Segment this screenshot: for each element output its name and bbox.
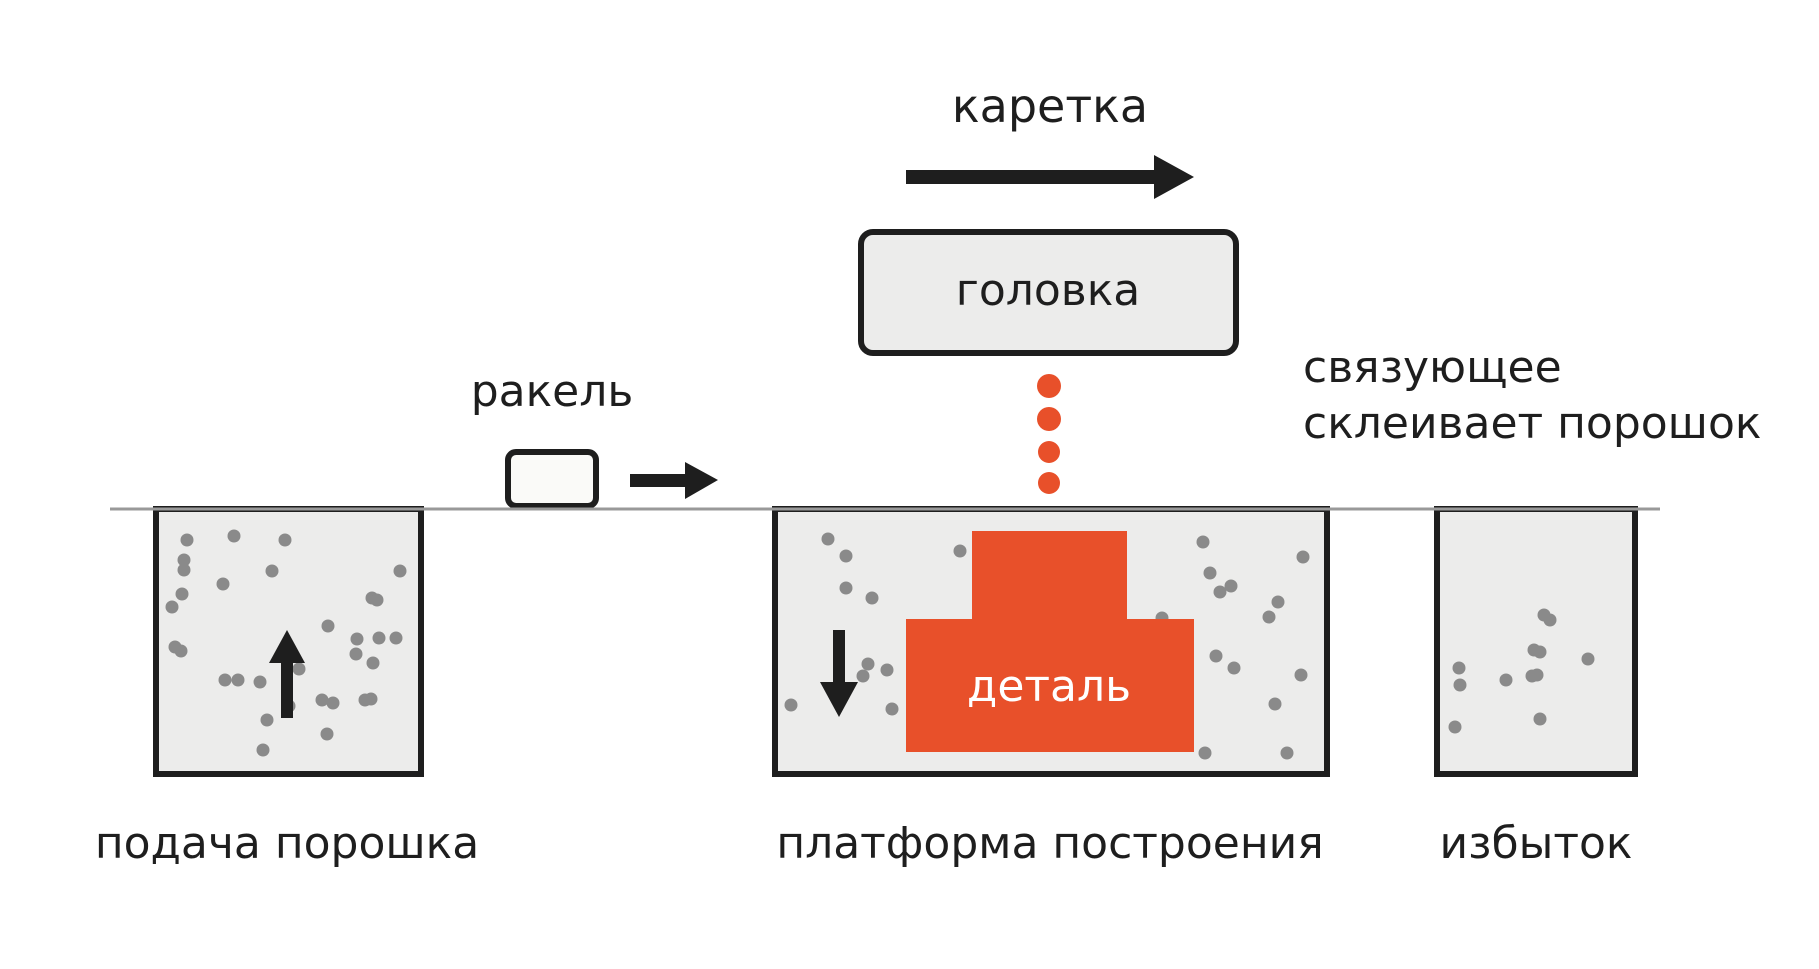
powder-particle — [1227, 661, 1241, 675]
powder-particle — [1209, 649, 1223, 663]
binder-droplet — [1038, 441, 1060, 463]
carriage-arrow-icon — [906, 155, 1194, 199]
powder-particle — [216, 577, 230, 591]
powder-particle — [953, 544, 967, 558]
powder-particle — [260, 713, 274, 727]
powder-particle — [366, 656, 380, 670]
binder-caption-line2: склеивает порошок — [1303, 398, 1761, 449]
overflow-label: избыток — [1440, 818, 1633, 869]
powder-particle — [253, 675, 267, 689]
powder-particle — [349, 647, 363, 661]
print-head-label: головка — [956, 265, 1141, 316]
powder-particle — [1203, 566, 1217, 580]
powder-particle — [861, 657, 875, 671]
powder-particle — [1581, 652, 1595, 666]
overflow-particles — [1448, 608, 1595, 734]
powder-particle — [839, 549, 853, 563]
powder-particle — [370, 593, 384, 607]
build-platform-label: платформа построения — [776, 818, 1323, 869]
powder-particle — [1213, 585, 1227, 599]
overflow-bin — [1434, 506, 1638, 777]
recoater-arrow-icon — [630, 462, 718, 499]
printed-part — [906, 531, 1194, 752]
powder-particle — [321, 619, 335, 633]
binder-droplet — [1037, 374, 1061, 398]
powder-particle — [165, 600, 179, 614]
powder-particle — [1499, 673, 1513, 687]
powder-particle — [821, 532, 835, 546]
powder-particle — [389, 631, 403, 645]
arrow-down-icon — [820, 630, 858, 717]
powder-particle — [372, 631, 386, 645]
powder-particle — [227, 529, 241, 543]
powder-particle — [256, 743, 270, 757]
recoater-label: ракель — [471, 366, 634, 417]
powder-particle — [326, 696, 340, 710]
powder-particle — [1448, 720, 1462, 734]
powder-particle — [1453, 678, 1467, 692]
powder-particle — [1296, 550, 1310, 564]
powder-particle — [1294, 668, 1308, 682]
powder-particle — [1268, 697, 1282, 711]
powder-particle — [278, 533, 292, 547]
binder-droplets — [1037, 374, 1061, 494]
powder-particle — [177, 553, 191, 567]
binder-caption-line1: связующее — [1303, 342, 1562, 393]
powder-particle — [174, 644, 188, 658]
powder-particle — [885, 702, 899, 716]
powder-particle — [1271, 595, 1285, 609]
recoater-blade — [505, 449, 599, 509]
powder-particle — [231, 673, 245, 687]
binder-droplet — [1037, 407, 1061, 431]
powder-particle — [856, 669, 870, 683]
powder-particle — [393, 564, 407, 578]
powder-particle — [180, 533, 194, 547]
print-head — [858, 229, 1239, 356]
powder-particle — [175, 587, 189, 601]
powder-particle — [1533, 712, 1547, 726]
powder-particle — [315, 693, 329, 707]
powder-particle — [292, 662, 306, 676]
powder-particle — [1452, 661, 1466, 675]
carriage-label: каретка — [952, 79, 1148, 133]
binder-droplet — [1038, 472, 1060, 494]
powder-particle — [218, 673, 232, 687]
powder-particle — [865, 591, 879, 605]
printed-part-label: деталь — [967, 661, 1131, 712]
powder-particle — [1530, 668, 1544, 682]
powder-particle — [177, 563, 191, 577]
powder-particle — [839, 581, 853, 595]
powder-feed-particles — [165, 529, 407, 757]
powder-particle — [320, 727, 334, 741]
powder-particle — [784, 698, 798, 712]
powder-particle — [364, 692, 378, 706]
powder-particle — [1196, 535, 1210, 549]
powder-particle — [350, 632, 364, 646]
powder-particle — [1533, 645, 1547, 659]
powder-particle — [880, 663, 894, 677]
powder-particle — [1198, 746, 1212, 760]
powder-particle — [1543, 613, 1557, 627]
powder-particle — [1280, 746, 1294, 760]
powder-particle — [1224, 579, 1238, 593]
powder-particle — [265, 564, 279, 578]
arrow-up-icon — [269, 630, 305, 718]
powder-feed-label: подача порошка — [95, 818, 479, 869]
powder-particle — [1262, 610, 1276, 624]
